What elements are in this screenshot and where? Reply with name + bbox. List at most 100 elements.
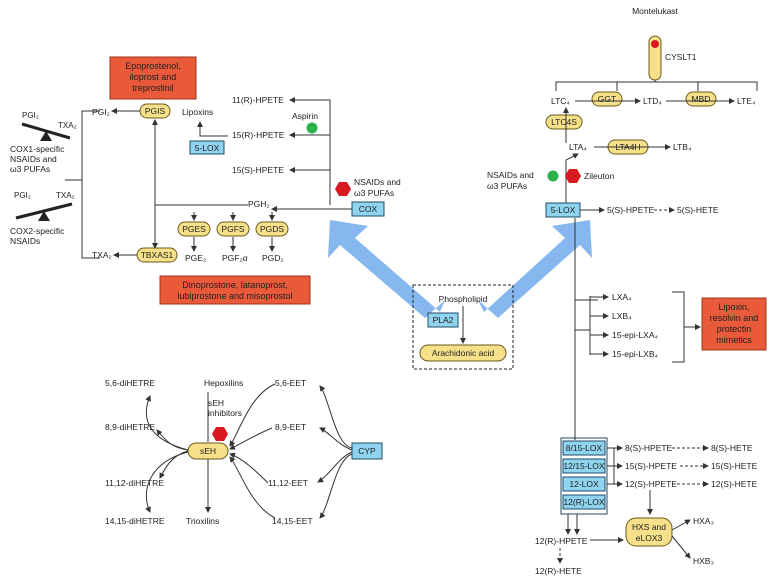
lte4-label: LTE₄ (737, 96, 756, 106)
lxa4-label: LXA₄ (612, 292, 632, 302)
dihetre-89-label: 8,9-diHETRE (105, 422, 155, 432)
center-dashed-box (412, 284, 514, 370)
balance2-fulcrum (38, 211, 50, 221)
aspirin-label: Aspirin (292, 111, 318, 121)
ltc4-label: LTC₄ (551, 96, 570, 106)
hete-12s-label: 12(S)-HETE (711, 479, 758, 489)
svg-text:COX: COX (359, 204, 378, 214)
cyp-box: CYP (351, 442, 383, 460)
svg-text:CYP: CYP (358, 446, 376, 456)
hpete-11r-label: 11(R)-HPETE (232, 95, 284, 105)
arachidonic-acid-node: Arachidonic acid (419, 344, 507, 362)
hete-8s-label: 8(S)-HETE (711, 443, 753, 453)
pgh2-label: PGH₂ (248, 199, 270, 209)
pgi2-label: PGI₂ (92, 107, 110, 117)
hete-15s-label: 15(S)-HETE (711, 461, 758, 471)
svg-text:PLA2: PLA2 (433, 315, 454, 325)
pges-enzyme: PGES (177, 221, 211, 237)
hpete-15r-label: 15(R)-HPETE (232, 130, 285, 140)
drug-box-dinoprostone: Dinoprostone, latanoprost, lubiprostone … (159, 275, 311, 305)
cox2-label2: NSAIDs (10, 236, 40, 246)
svg-text:MBD: MBD (692, 94, 711, 104)
cyslt1-label: CYSLT1 (665, 52, 697, 62)
txa2-label: TXA₂ (92, 250, 112, 260)
balance2-pgi2: PGI₂ (14, 191, 31, 200)
hpete-12s-label: 12(S)-HPETE (625, 479, 677, 489)
dihetre-56-label: 5,6-diHETRE (105, 378, 155, 388)
hxb3-label: HXB₃ (693, 556, 714, 566)
hpete-15s-lox-label: 15(S)-HPETE (625, 461, 677, 471)
svg-text:PGES: PGES (182, 224, 206, 234)
trioxilins-label: Trioxilins (186, 516, 219, 526)
aspirin-inhibitor-icon (306, 122, 318, 134)
svg-text:GGT: GGT (598, 94, 616, 104)
svg-text:Dinoprostone, latanoprost,: Dinoprostone, latanoprost, (182, 280, 288, 290)
svg-text:8/15-LOX: 8/15-LOX (566, 443, 603, 453)
svg-text:Lipoxin,: Lipoxin, (718, 302, 749, 312)
nsaids-cox-label2: ω3 PUFAs (354, 188, 394, 198)
svg-text:12-LOX: 12-LOX (569, 479, 599, 489)
big-arrow-left (328, 220, 445, 318)
svg-text:resolvin and: resolvin and (710, 313, 759, 323)
cox1-label2: NSAIDs and (10, 154, 57, 164)
lxb4-label: LXB₄ (612, 311, 632, 321)
hpete-8s-label: 8(S)-HPETE (625, 443, 673, 453)
mbd-enzyme: MBD (685, 91, 717, 107)
nsaid-inhibitor-icon (335, 182, 351, 196)
nsaids-lox-label2: ω3 PUFAs (487, 181, 527, 191)
eet-1112-label: 11,12-EET (268, 478, 308, 488)
svg-text:iloprost and: iloprost and (130, 72, 177, 82)
ltb4-label: LTB₄ (673, 142, 692, 152)
seh-inhibitors-label2: inhibitors (208, 408, 242, 418)
balance2-txa2: TXA₂ (56, 191, 75, 200)
ltc4s-enzyme: LTC4S (545, 114, 583, 130)
pgds-enzyme: PGDS (255, 221, 289, 237)
cox1-label1: COX1-specific (10, 144, 65, 154)
balance1-pgi2: PGI₂ (22, 111, 39, 120)
montelukast-label: Montelukast (632, 6, 678, 16)
balance1-fulcrum (40, 131, 52, 141)
svg-text:LTC4S: LTC4S (551, 117, 577, 127)
eet-1415-label: 14,15-EET (272, 516, 313, 526)
svg-text:5-LOX: 5-LOX (195, 143, 220, 153)
cyslt1-receptor-icon (648, 35, 662, 81)
svg-text:lubiprostone and misoprostol: lubiprostone and misoprostol (177, 291, 292, 301)
5-lox-box: 5-LOX (545, 202, 581, 218)
balance1-txa2: TXA₂ (58, 121, 77, 130)
hpete-12r-label: 12(R)-HPETE (535, 536, 588, 546)
hete-12r-label: 12(R)-HETE (535, 566, 582, 576)
hepoxilins-label: Hepoxilins (204, 378, 243, 388)
lta4-label: LTA₄ (569, 142, 587, 152)
svg-text:treprostinil: treprostinil (132, 83, 174, 93)
svg-text:sEH: sEH (200, 446, 216, 456)
seh-enzyme: sEH (187, 442, 229, 460)
eet-89-label: 8,9-EET (275, 422, 306, 432)
hxs-elox3-enzyme: HXS and eLOX3 (625, 517, 673, 547)
svg-text:mimetics: mimetics (716, 335, 752, 345)
pgfs-enzyme: PGFS (216, 221, 250, 237)
epi-lxb4-label: 15-epi-LXB₄ (612, 349, 659, 359)
nsaids-lox-label1: NSAIDs and (487, 170, 534, 180)
phospholipid-label: Phospholipid (439, 294, 488, 304)
zileuton-inhibitor-icon (565, 169, 581, 183)
pla2-box: PLA2 (427, 312, 459, 328)
drug-box-epoprostenol: Epoprostenol, iloprost and treprostinil (109, 56, 197, 100)
dihetre-1112-label: 11,12-diHETRE (105, 478, 164, 488)
ltd4-label: LTD₄ (643, 96, 662, 106)
pgf2a-label: PGF₂α (222, 253, 248, 263)
big-arrow-right (478, 220, 592, 318)
drug-box-lipoxin-mimetics: Lipoxin, resolvin and protectin mimetics (701, 297, 767, 351)
svg-text:5-LOX: 5-LOX (551, 205, 576, 215)
hpete-15s-label: 15(S)-HPETE (232, 165, 284, 175)
svg-text:eLOX3: eLOX3 (636, 533, 663, 543)
pgis-enzyme: PGIS (139, 103, 171, 119)
zileuton-label: Zileuton (584, 171, 615, 181)
cox2-label1: COX2-specific (10, 226, 65, 236)
svg-text:PGFS: PGFS (221, 224, 244, 234)
seh-inhibitors-label1: sEH (208, 398, 224, 408)
hxa3-label: HXA₃ (693, 516, 714, 526)
pge2-label: PGE₂ (185, 253, 206, 263)
pgd2-label: PGD₂ (262, 253, 284, 263)
5-lox-box-cox: 5-LOX (189, 140, 225, 155)
